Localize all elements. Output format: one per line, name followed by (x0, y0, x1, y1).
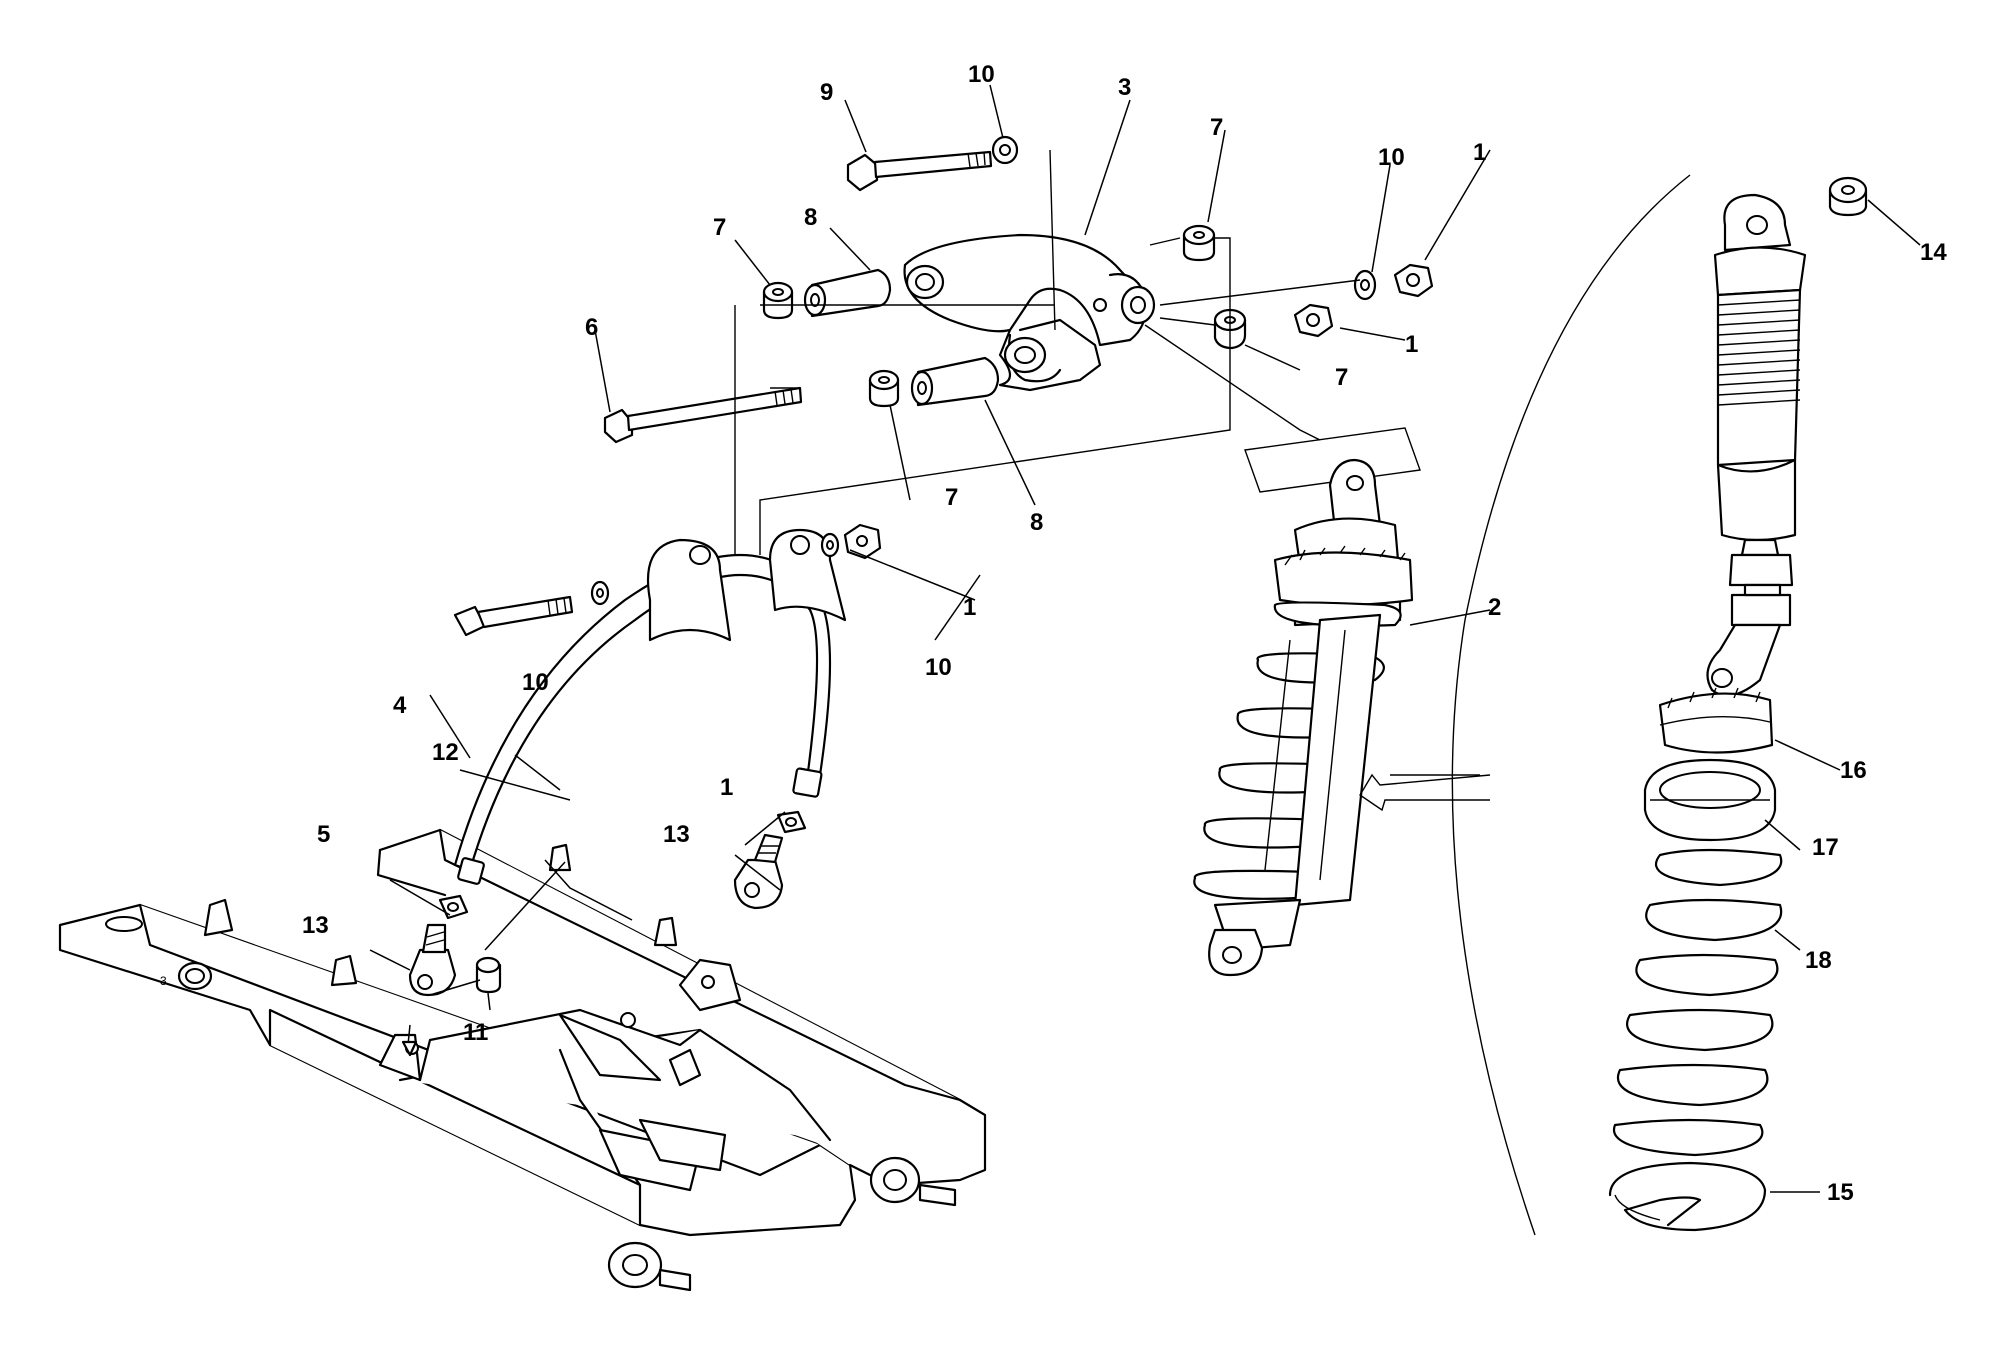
rocker-arm (903, 233, 1156, 392)
top-bushing-14 (1828, 176, 1868, 217)
swingarm: 3 (58, 828, 987, 1292)
callout-8-low: 8 (1030, 509, 1043, 536)
sleeve-8-b (910, 356, 1000, 407)
callout-8-top: 8 (804, 204, 817, 231)
callout-13-right: 13 (663, 821, 690, 848)
callout-4: 4 (393, 692, 407, 719)
callout-10-right: 10 (1378, 144, 1405, 171)
collar-16 (1658, 687, 1774, 754)
washer-10-top (991, 135, 1019, 165)
callout-1-mid-right: 1 (1405, 331, 1418, 358)
callout-17: 17 (1812, 834, 1839, 861)
callout-7-top-right: 7 (1210, 114, 1223, 141)
callout-16: 16 (1840, 757, 1867, 784)
tie-rod (453, 528, 847, 885)
washer-10-mid (820, 532, 840, 558)
callout-2: 2 (1488, 594, 1501, 621)
callout-7-mid-right: 7 (1335, 364, 1348, 391)
bolt-9 (846, 150, 993, 192)
lock-ring-17 (1643, 758, 1777, 842)
nut-1-rod (776, 810, 807, 834)
callout-18: 18 (1805, 947, 1832, 974)
callout-7-low: 7 (945, 484, 958, 511)
bolt-4 (453, 595, 574, 637)
washer-10-right (1353, 269, 1377, 301)
washer-10-left (590, 580, 610, 606)
callout-10-left: 10 (522, 669, 549, 696)
nut-1-mid (843, 523, 882, 560)
bushing-7-a (762, 281, 794, 320)
callout-labels: 9 10 3 7 10 1 1 7 7 8 6 7 8 1 10 2 4 10 … (302, 61, 1947, 1206)
callout-10-center: 10 (925, 654, 952, 681)
callout-7-left: 7 (713, 214, 726, 241)
rod-end-right (733, 833, 784, 910)
sleeve-8-a (803, 268, 892, 318)
bolt-6 (603, 386, 803, 444)
callout-12: 12 (432, 739, 459, 766)
callout-14: 14 (1920, 239, 1947, 266)
bushing-7-c (1182, 224, 1216, 262)
retainer-15 (1608, 1161, 1767, 1232)
shock-body-exploded (1706, 193, 1807, 697)
callout-5: 5 (317, 821, 330, 848)
rod-end-left (408, 923, 457, 997)
callout-6: 6 (585, 314, 598, 341)
nut-1-right-low (1293, 303, 1334, 338)
callout-13-left: 13 (302, 912, 329, 939)
callout-1-low: 1 (720, 774, 733, 801)
swingarm-stamp: 3 (160, 974, 167, 988)
callout-9: 9 (820, 79, 833, 106)
callout-1-top-right: 1 (1473, 139, 1486, 166)
bushing-7-b (868, 369, 900, 408)
callout-10-top: 10 (968, 61, 995, 88)
spacer-11 (475, 956, 502, 994)
nut-1-right-top (1393, 263, 1434, 298)
callout-15: 15 (1827, 1179, 1854, 1206)
callout-1-center: 1 (963, 594, 976, 621)
callout-11: 11 (463, 1019, 488, 1046)
leader-lines (369, 84, 1921, 1193)
callout-3: 3 (1118, 74, 1131, 101)
shock-assembly (1193, 427, 1421, 977)
spring-18 (1612, 848, 1783, 1157)
